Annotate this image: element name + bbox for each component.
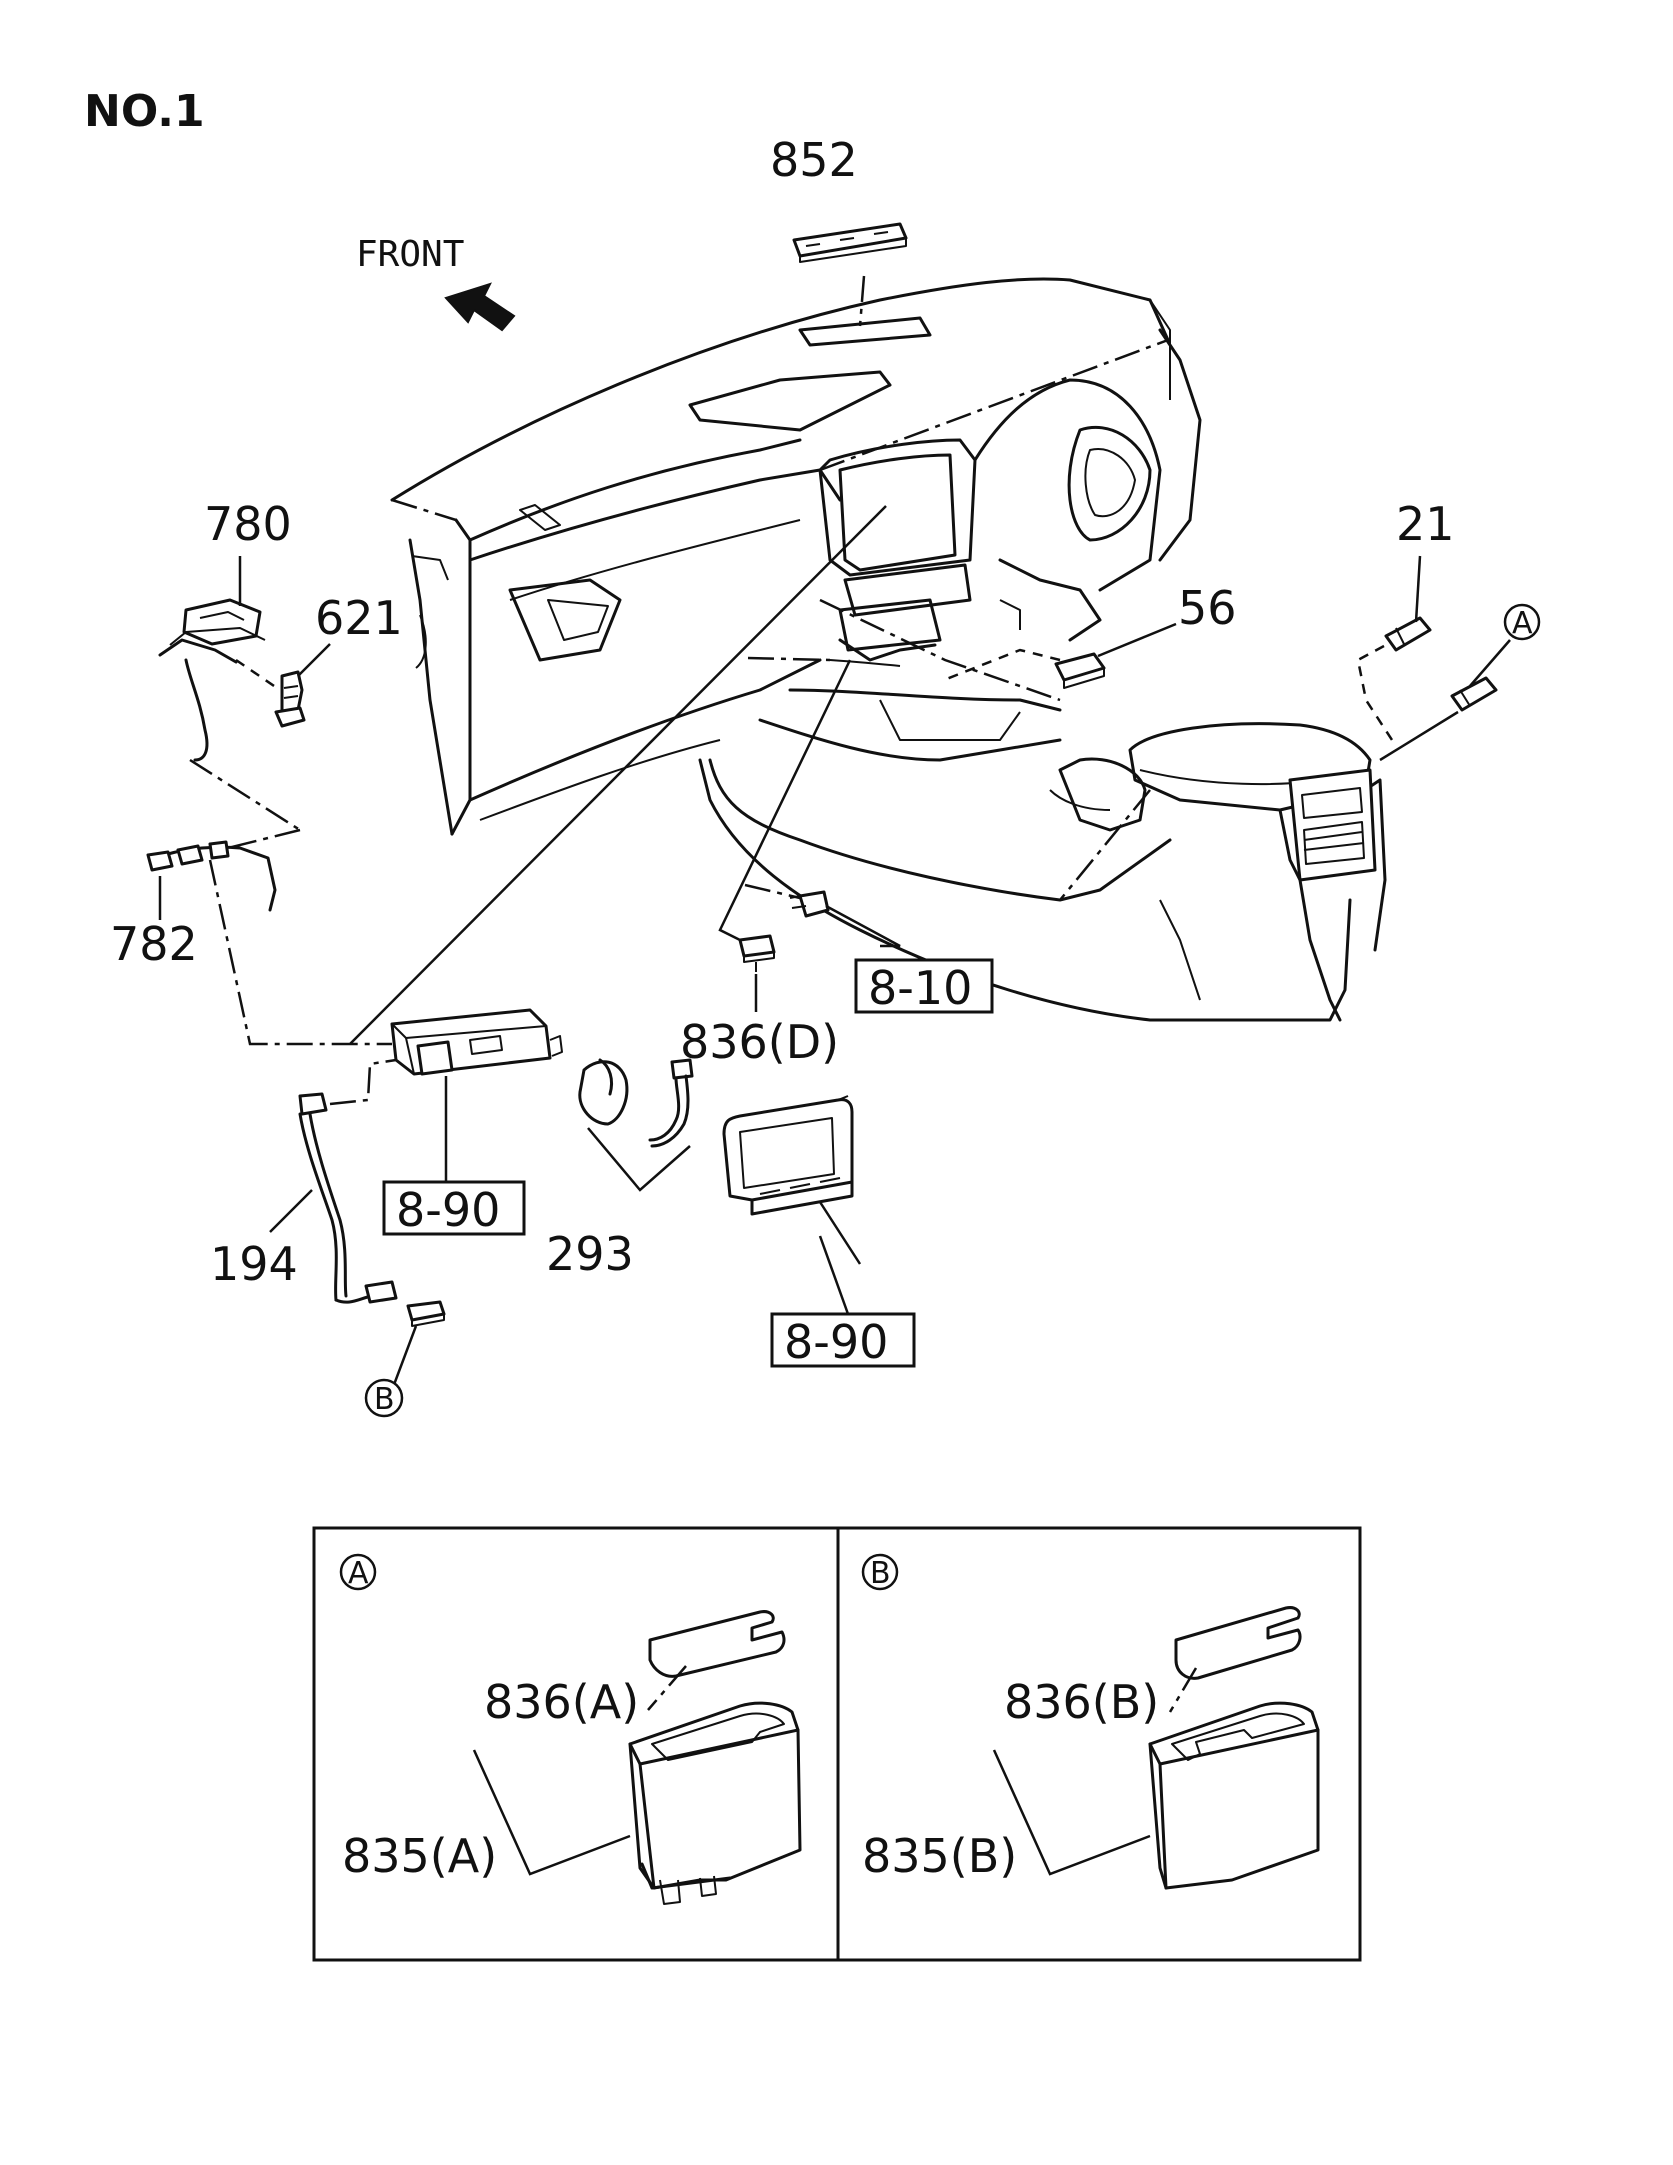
callout-621: 621 [315, 591, 403, 645]
inset-a-label-836a: 836(A) [484, 1675, 639, 1729]
inset-a-box [628, 1701, 802, 1905]
part-621-clip [274, 670, 306, 728]
front-arrow-icon [444, 282, 516, 332]
callout-8-10: 8-10 [868, 961, 972, 1015]
callout-box-8-10 [854, 958, 994, 1014]
inset-b-label-836b: 836(B) [1004, 1675, 1159, 1729]
part-8-10-socket [789, 890, 830, 918]
svg-text:A: A [1512, 606, 1533, 641]
inset-a-label-835a: 835(A) [342, 1829, 497, 1883]
part-780-sensor-bracket [158, 598, 266, 664]
callout-780: 780 [204, 497, 292, 551]
part-8-90-display [722, 1095, 854, 1216]
inset-a-lid [648, 1610, 786, 1678]
connector-a [1450, 676, 1498, 712]
front-label: FRONT [356, 234, 464, 275]
callout-8-90-left: 8-90 [396, 1183, 500, 1237]
inset-a: A 836(A) 835(A) [339, 1553, 802, 1905]
part-8-90-control-unit [390, 1008, 563, 1076]
callout-21: 21 [1396, 497, 1455, 551]
callout-836d: 836(D) [680, 1015, 839, 1069]
marker-b-circle: B [364, 1378, 404, 1418]
callout-852: 852 [770, 133, 858, 187]
part-836d-socket [738, 934, 776, 972]
svg-text:B: B [374, 1382, 395, 1417]
inset-b-label-835b: 835(B) [862, 1829, 1017, 1883]
part-293-harness [578, 1058, 694, 1148]
svg-text:B: B [870, 1556, 891, 1591]
callout-782: 782 [110, 917, 198, 971]
part-56-switch [1054, 652, 1106, 689]
part-194-harness [298, 1092, 398, 1304]
connector-b [406, 1300, 446, 1327]
inset-b-marker: B [861, 1553, 899, 1591]
marker-a-circle: A [1503, 603, 1541, 641]
svg-text:A: A [348, 1556, 369, 1591]
part-852-trim-strip [792, 222, 908, 263]
inset-b-box [1148, 1701, 1320, 1890]
inset-b: B 836(B) 835(B) [861, 1553, 1320, 1890]
callout-8-90-right: 8-90 [784, 1315, 888, 1369]
inset-a-marker: A [339, 1553, 377, 1591]
dashboard-assembly [390, 275, 1387, 1022]
callout-194: 194 [210, 1237, 298, 1291]
callout-56: 56 [1178, 581, 1237, 635]
part-21-bulb [1384, 616, 1432, 652]
page-label: NO.1 [84, 86, 205, 137]
part-782-harness [146, 840, 277, 912]
inset-b-lid [1174, 1606, 1302, 1680]
callout-293: 293 [546, 1227, 634, 1281]
callout-box-8-90-left [382, 1180, 526, 1236]
callout-box-8-90-right [770, 1312, 916, 1368]
